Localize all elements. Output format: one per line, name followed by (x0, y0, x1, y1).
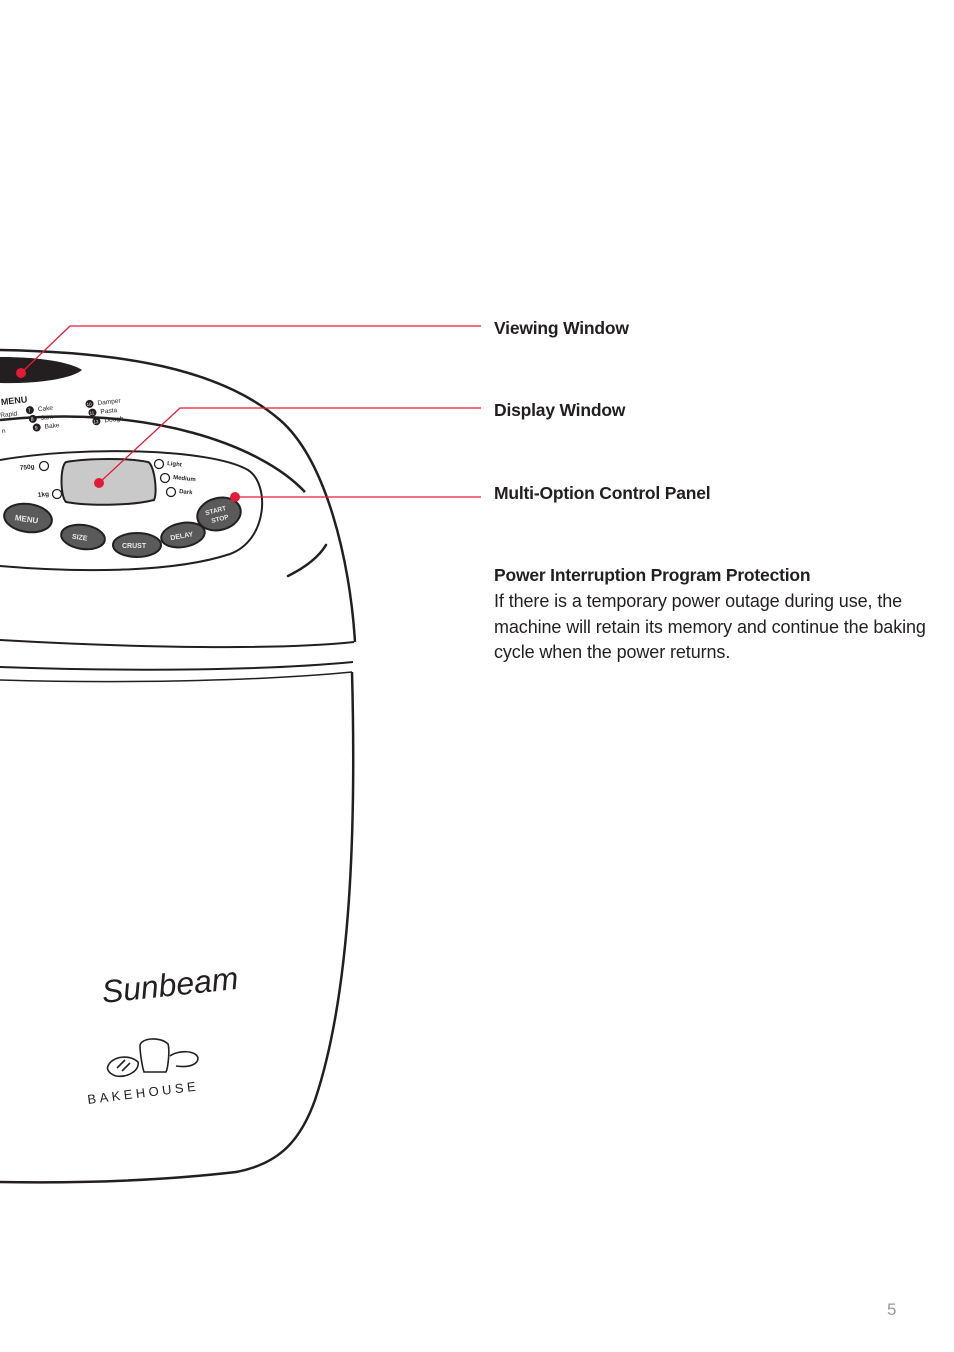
size-button-label: SIZE (71, 533, 88, 542)
menu-num-7: 7 (28, 408, 32, 414)
menu-item-dough: Dough (104, 415, 124, 424)
control-panel-oval (0, 450, 264, 572)
size-750g-indicator (38, 460, 50, 472)
crust-option-light: Light (167, 461, 182, 469)
size-1kg-indicator (51, 488, 63, 500)
crust-dark-indicator (165, 486, 177, 498)
menu-item-bake: Bake (44, 422, 60, 431)
body-side (0, 671, 355, 1184)
menu-num-11: 11 (89, 410, 95, 416)
page-number: 5 (887, 1300, 897, 1319)
menu-title: MENU (0, 394, 27, 407)
crust-button-label: CRUST (122, 543, 147, 550)
power-protection-body: If there is a temporary power outage dur… (494, 591, 926, 662)
stop-button-label: STOP (211, 514, 230, 525)
crust-option-medium: Medium (173, 475, 196, 483)
delay-button[interactable]: DELAY (159, 519, 206, 550)
callout-panel-line (230, 492, 481, 502)
viewing-window (0, 357, 82, 384)
body-top-edge (0, 661, 354, 671)
menu-num-10: 10 (86, 402, 92, 408)
delay-button-label: DELAY (170, 531, 194, 542)
menu-item-cake: Cake (38, 405, 54, 414)
sunbeam-logo: Sunbeam (100, 960, 240, 1010)
crust-option-dark: Dark (179, 489, 194, 496)
lid-outline (0, 348, 357, 643)
menu-item-left-1: Rapid (0, 410, 18, 419)
control-panel-label: Multi-Option Control Panel (494, 483, 711, 503)
menu-item-left-2: n (2, 428, 7, 435)
start-button-label: START (205, 505, 227, 517)
menu-button-label: MENU (14, 513, 39, 525)
lid-highlight (286, 543, 328, 578)
display-window (60, 458, 157, 506)
body-top-edge-2 (0, 671, 353, 683)
menu-button[interactable]: MENU (2, 501, 53, 535)
power-protection-section: Power Interruption Program Protection If… (494, 565, 934, 666)
crust-light-indicator (153, 458, 165, 470)
menu-item-pasta: Pasta (100, 407, 118, 416)
menu-num-8: 8 (31, 417, 35, 423)
viewing-window-label: Viewing Window (494, 318, 629, 338)
power-protection-heading: Power Interruption Program Protection (494, 565, 811, 585)
menu-list: MENU Rapid n 7 Cake 8 Jam 9 Bake 10 Damp… (0, 394, 124, 435)
callout-viewing-line (16, 325, 481, 378)
display-window-label: Display Window (494, 400, 626, 420)
crust-medium-indicator (159, 472, 171, 484)
start-stop-button[interactable]: START STOP (194, 493, 244, 535)
bread-icon (106, 1038, 199, 1078)
bakehouse-logo: BAKEHOUSE (87, 1078, 200, 1107)
size-option-750g: 750g (19, 463, 34, 472)
crust-button[interactable]: CRUST (112, 532, 162, 558)
size-button[interactable]: SIZE (60, 522, 107, 552)
lid-rim (0, 639, 355, 649)
menu-num-12: 12 (93, 419, 99, 425)
menu-item-jam: Jam (40, 414, 53, 422)
menu-item-damper: Damper (97, 398, 122, 407)
size-option-1kg: 1kg (37, 491, 49, 499)
callout-display-line (94, 407, 481, 488)
lid-inner-line (0, 415, 306, 493)
menu-num-9: 9 (35, 425, 39, 431)
